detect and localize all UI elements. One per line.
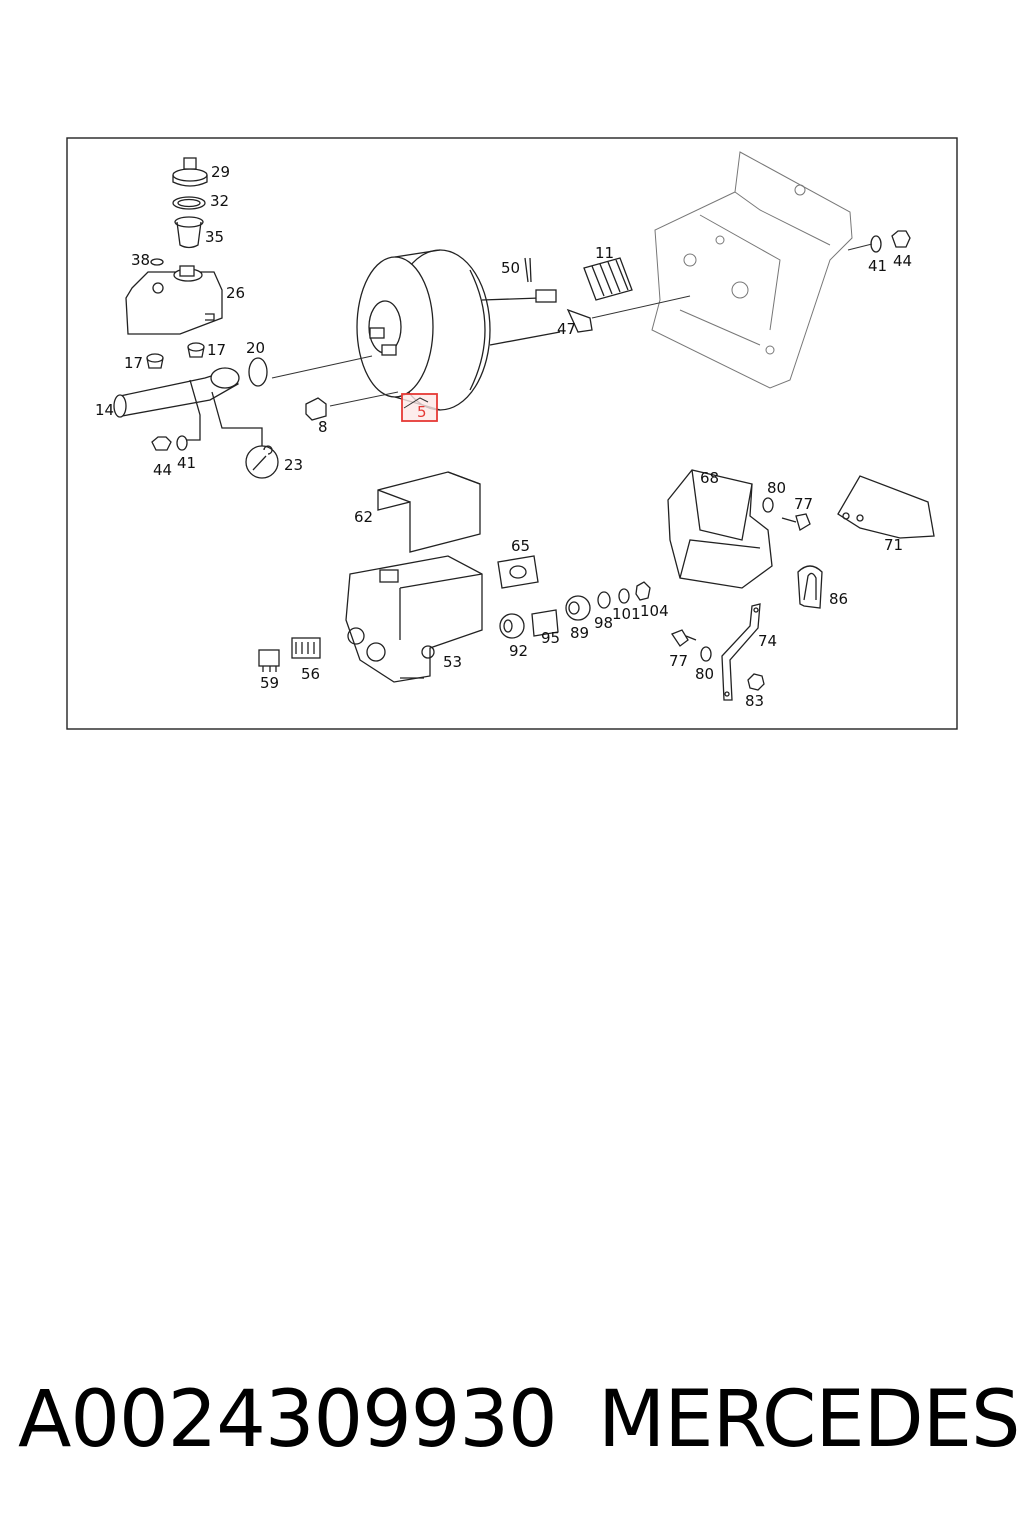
washer-41-left[interactable] <box>176 435 188 451</box>
nut-44-right[interactable] <box>891 230 911 248</box>
relay-56[interactable] <box>291 637 321 659</box>
label-50: 50 <box>501 259 520 277</box>
plug-38[interactable] <box>150 258 164 266</box>
washer-98[interactable] <box>597 591 611 609</box>
plug-8[interactable] <box>305 397 327 421</box>
bushing-89[interactable] <box>565 595 591 621</box>
leader-lines <box>271 243 873 407</box>
label-17-b: 17 <box>207 341 226 359</box>
label-20: 20 <box>246 339 265 357</box>
clamp-86[interactable] <box>797 565 823 609</box>
label-98: 98 <box>594 614 613 632</box>
damper-92[interactable] <box>499 613 525 639</box>
label-41-b: 41 <box>868 257 887 275</box>
nut-104[interactable] <box>635 581 651 601</box>
part-labels: 29 32 35 38 26 17 17 20 14 44 41 23 8 5 … <box>95 163 912 710</box>
label-101: 101 <box>612 605 641 623</box>
label-26: 26 <box>226 284 245 302</box>
label-89: 89 <box>570 624 589 642</box>
bolt-77-bottom[interactable] <box>671 629 697 647</box>
o-ring-20[interactable] <box>248 357 268 387</box>
label-86: 86 <box>829 590 848 608</box>
label-11: 11 <box>595 244 614 262</box>
boot-11[interactable] <box>583 257 633 301</box>
label-77-b: 77 <box>669 652 688 670</box>
label-80-a: 80 <box>767 479 786 497</box>
label-95: 95 <box>541 629 560 647</box>
cotter-pin-50[interactable] <box>524 257 532 283</box>
label-53: 53 <box>443 653 462 671</box>
tool-icon-23 <box>245 445 279 479</box>
label-104: 104 <box>640 602 669 620</box>
label-44-b: 44 <box>893 252 912 270</box>
reservoir-cap-29[interactable] <box>172 157 208 187</box>
label-5: 5 <box>417 403 427 421</box>
master-cylinder-14[interactable] <box>113 367 263 448</box>
label-80-b: 80 <box>695 665 714 683</box>
nut-44-left[interactable] <box>151 436 172 451</box>
label-68: 68 <box>700 469 719 487</box>
washer-80-top[interactable] <box>762 497 774 513</box>
washer-101[interactable] <box>618 588 630 604</box>
label-41-a: 41 <box>177 454 196 472</box>
label-77-a: 77 <box>794 495 813 513</box>
washer-80-bottom[interactable] <box>700 646 712 662</box>
bracket-71[interactable] <box>837 475 935 539</box>
label-59: 59 <box>260 674 279 692</box>
parts-diagram: 29 32 35 38 26 17 17 20 14 44 41 23 8 5 … <box>66 137 958 730</box>
label-23: 23 <box>284 456 303 474</box>
pin-47[interactable] <box>566 308 593 333</box>
label-8: 8 <box>318 418 328 436</box>
label-62: 62 <box>354 508 373 526</box>
grommet-17-b[interactable] <box>187 342 205 358</box>
bracket-68[interactable] <box>667 469 773 589</box>
firewall-panel <box>651 151 853 389</box>
label-65: 65 <box>511 537 530 555</box>
label-38: 38 <box>131 251 150 269</box>
bolt-77-top[interactable] <box>781 513 811 531</box>
nut-83[interactable] <box>747 673 765 691</box>
seal-ring-32[interactable] <box>172 196 206 210</box>
label-32: 32 <box>210 192 229 210</box>
brand-name: MERCEDES <box>598 1375 1020 1465</box>
label-92: 92 <box>509 642 528 660</box>
label-74: 74 <box>758 632 777 650</box>
bracket-65[interactable] <box>497 555 539 589</box>
strap-74[interactable] <box>721 603 761 701</box>
label-83: 83 <box>745 692 764 710</box>
washer-41-right[interactable] <box>870 235 882 253</box>
cover-62[interactable] <box>377 471 481 553</box>
part-number: A0024309930 <box>18 1375 558 1465</box>
grommet-17-a[interactable] <box>146 353 164 369</box>
sleeve-95[interactable] <box>531 609 559 637</box>
label-47: 47 <box>557 320 576 338</box>
label-29: 29 <box>211 163 230 181</box>
label-17-a: 17 <box>124 354 143 372</box>
filter-35[interactable] <box>174 216 204 249</box>
label-56: 56 <box>301 665 320 683</box>
label-71: 71 <box>884 536 903 554</box>
brake-booster-5[interactable] <box>356 249 561 411</box>
label-14: 14 <box>95 401 114 419</box>
reservoir-26[interactable] <box>125 265 223 335</box>
relay-59[interactable] <box>258 649 280 672</box>
label-35: 35 <box>205 228 224 246</box>
hydraulic-unit-53[interactable] <box>345 555 483 683</box>
label-44-a: 44 <box>153 461 172 479</box>
footer: A0024309930 MERCEDES <box>0 1370 1024 1470</box>
